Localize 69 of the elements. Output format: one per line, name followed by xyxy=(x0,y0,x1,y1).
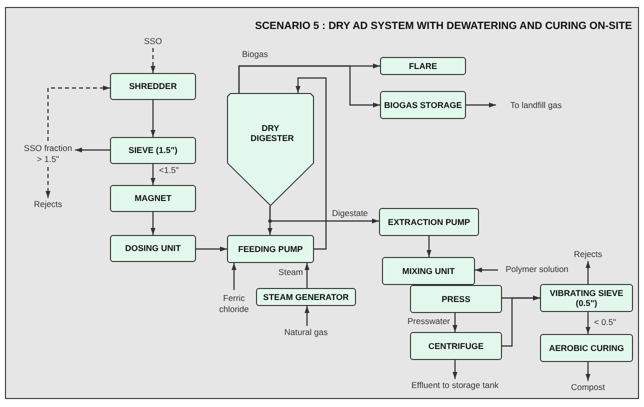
process-name: PRESS xyxy=(442,294,470,304)
flow-arrow xyxy=(150,212,156,235)
process-box xyxy=(110,235,196,262)
process-name: AEROBIC CURING xyxy=(548,342,624,354)
process-box xyxy=(410,332,502,360)
edge-label: Presswater xyxy=(406,317,451,326)
stream-label: Ferric chloride xyxy=(218,293,250,315)
process-name: DOSING UNIT xyxy=(125,243,181,254)
process-name: STEAM GENERATOR xyxy=(263,292,349,302)
stream-label: Natural gas xyxy=(284,327,328,338)
process-name: MIXING UNIT xyxy=(402,266,455,276)
stream-label: To landfill gas xyxy=(510,100,562,111)
process-name: BIOGAS STORAGE xyxy=(384,100,462,110)
process-name: SIEVE (1.5") xyxy=(128,145,178,156)
edge-label: Steam xyxy=(277,268,304,276)
flow-arrow xyxy=(46,167,50,198)
process-box xyxy=(410,285,502,313)
process-box xyxy=(110,137,196,164)
flow-arrow xyxy=(238,65,380,108)
flow-arrow xyxy=(426,236,432,257)
flow-arrow xyxy=(296,77,327,250)
flow-arrow xyxy=(452,313,458,332)
process-name: FLARE xyxy=(408,60,438,72)
process-box xyxy=(382,257,475,285)
flow-arrow xyxy=(304,263,310,288)
process-name: CENTRIFUGE xyxy=(428,340,484,352)
process-name: MAGNET xyxy=(134,193,172,204)
flow-arrow xyxy=(269,206,379,224)
stream-label: Polymer solution xyxy=(506,264,568,275)
flow-arrow xyxy=(502,296,540,347)
process-box xyxy=(110,185,196,212)
stream-label: SSO xyxy=(144,36,162,47)
process-name: FEEDING PUMP xyxy=(238,244,303,254)
digester-tank xyxy=(227,93,314,206)
flow-arrow xyxy=(150,100,156,137)
process-name: VIBRATING SIEVE (0.5") xyxy=(548,288,624,308)
edge-label: < 0.5" xyxy=(593,318,618,326)
process-box xyxy=(380,57,466,75)
flow-arrow xyxy=(150,48,156,73)
process-box xyxy=(540,284,633,312)
flow-arrow xyxy=(475,268,498,272)
flow-arrow xyxy=(466,102,496,108)
process-box xyxy=(379,208,479,236)
flow-arrow xyxy=(586,312,590,334)
process-box xyxy=(110,73,196,100)
edge-label: <1.5" xyxy=(158,166,180,174)
edge-label: Digestate xyxy=(331,209,369,218)
process-name: SHREDDER xyxy=(129,81,177,92)
flow-arrow xyxy=(586,261,590,284)
stream-label: Rejects xyxy=(574,249,602,260)
stream-label: Effluent to storage tank xyxy=(411,380,499,391)
flow-arrow xyxy=(47,86,110,141)
diagram-title: SCENARIO 5 : DRY AD SYSTEM WITH DEWATERING AND CURING ON-SITE xyxy=(254,20,632,32)
flow-arrow xyxy=(150,164,156,185)
flow-arrow xyxy=(232,263,236,290)
process-box xyxy=(227,235,314,263)
flow-arrow xyxy=(586,362,590,381)
flow-arrow xyxy=(304,306,310,326)
edge-label: Biogas xyxy=(241,50,269,58)
process-box xyxy=(540,334,633,362)
flow-arrow xyxy=(75,148,110,152)
stream-label: Compost xyxy=(570,382,605,393)
process-box xyxy=(256,288,356,306)
process-name: EXTRACTION PUMP xyxy=(388,216,470,228)
flow-arrow xyxy=(196,246,227,252)
stream-label: Rejects xyxy=(34,199,62,210)
flow-arrow xyxy=(452,360,458,379)
process-box xyxy=(380,91,466,119)
stream-label: SSO fraction > 1.5" xyxy=(22,143,74,165)
